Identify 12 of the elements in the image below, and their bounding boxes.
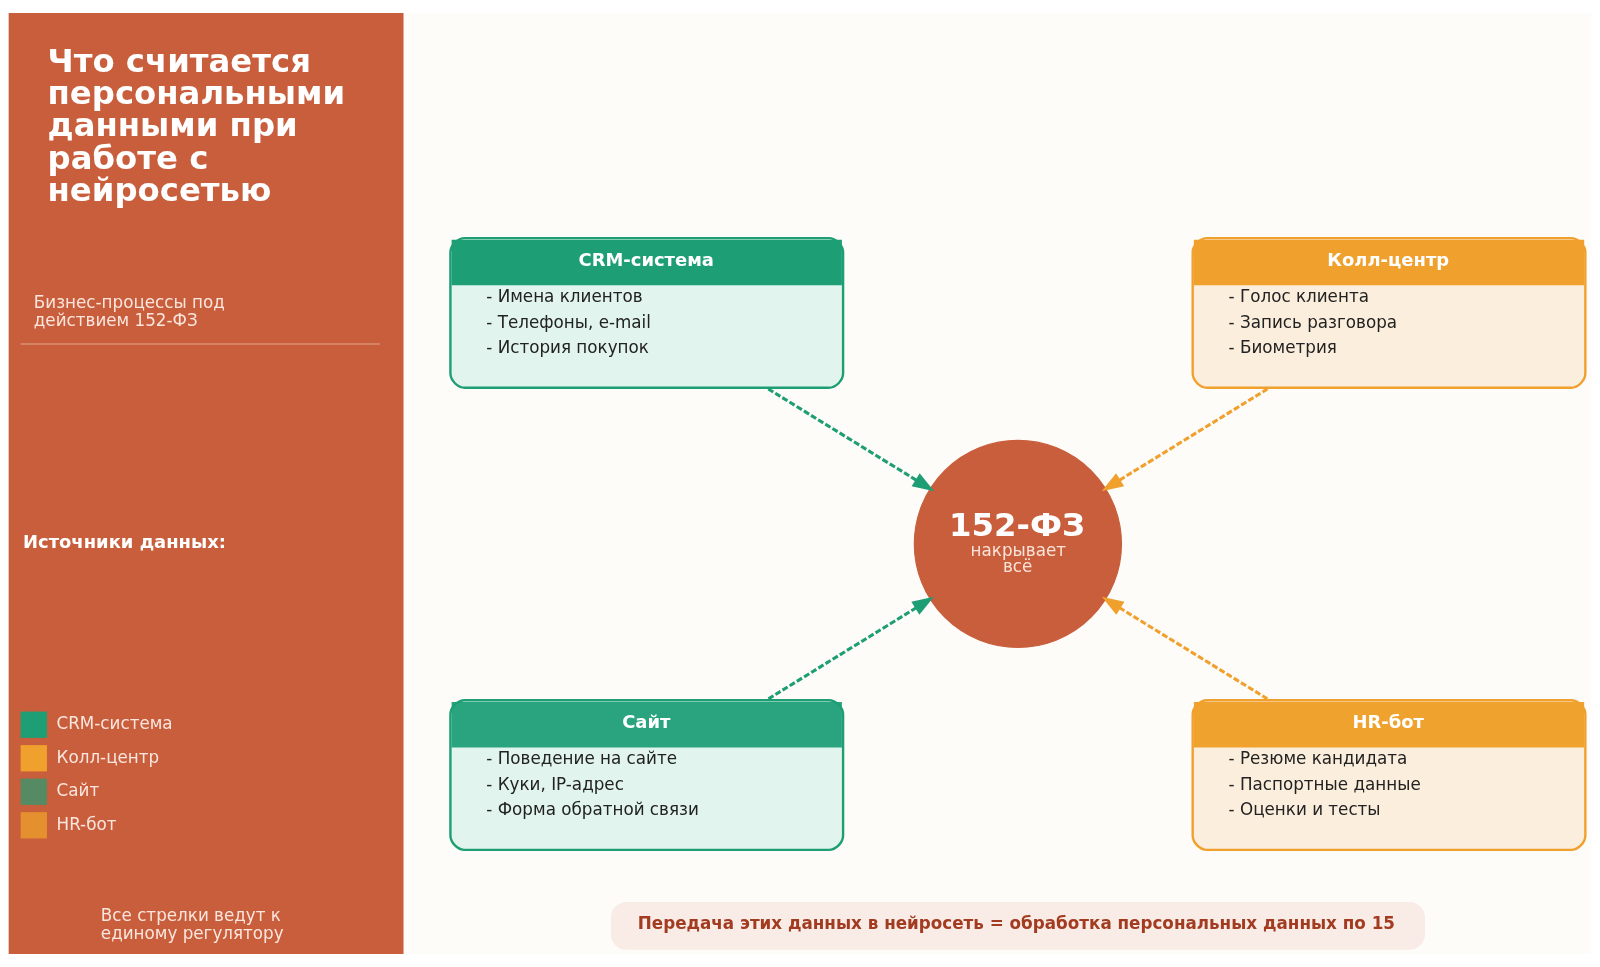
legend-label: Колл-центр xyxy=(56,746,160,767)
label: Все стрелки ведут к единому регулятору xyxy=(100,905,284,944)
label: Бизнес-процессы под действием 152-ФЗ xyxy=(33,292,225,331)
arrow xyxy=(767,387,935,492)
diagram-title: Что считается персональными данными при работе с нейросетью xyxy=(47,41,346,210)
legend-label: CRM-система xyxy=(56,713,173,734)
arrow xyxy=(1101,387,1269,492)
arrow xyxy=(767,596,934,701)
arrow xyxy=(1101,596,1269,701)
legend-label: Сайт xyxy=(56,780,100,801)
label: Источники данных: xyxy=(23,530,226,552)
legend-label: HR-бот xyxy=(56,813,117,834)
